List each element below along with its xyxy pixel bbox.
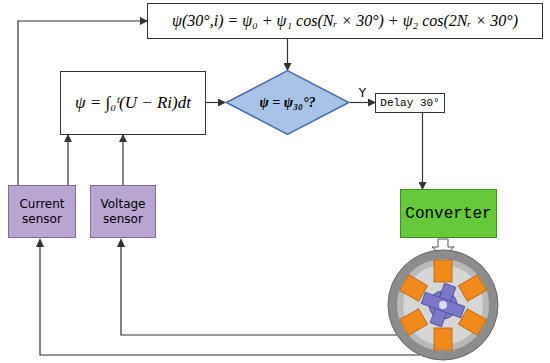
voltage-wire: [121, 245, 397, 335]
sensor-box: Voltage sensor: [90, 185, 156, 238]
node-text: Delay 30°: [380, 97, 439, 109]
delay-box: Delay 30°: [375, 93, 445, 113]
node-text: ψ(30°,i) = ψ₀ + ψ₁ cos(Nᵣ × 30°) + ψ₂ co…: [172, 12, 518, 30]
connector-arrow: [122, 135, 123, 185]
node-text: Voltage sensor: [93, 197, 153, 227]
node-text: Current sensor: [11, 197, 73, 227]
decision-diamond: ψ = ψ₃₀°?: [225, 70, 350, 135]
connector-arrow: [287, 39, 288, 70]
node-text: ψ = ∫₀ᵗ(U − Ri)dt: [75, 93, 191, 113]
edge-label: Y: [358, 86, 367, 100]
wire-arrowhead: [117, 238, 125, 247]
node-text: Converter: [405, 205, 491, 223]
formula-box: ψ(30°,i) = ψ₀ + ψ₁ cos(Nᵣ × 30°) + ψ₂ co…: [147, 3, 543, 39]
connector-arrow: [206, 102, 225, 103]
sensor-box: Current sensor: [8, 185, 76, 238]
connector-arrow: [67, 135, 68, 185]
connector-arrow: [422, 113, 423, 189]
integrator-box: ψ = ∫₀ᵗ(U − Ri)dt: [60, 71, 206, 135]
current-wire: [40, 245, 420, 355]
srm-motor: [388, 250, 498, 360]
converter-box: Converter: [400, 189, 497, 238]
connector-arrow: [350, 102, 375, 103]
wire-arrowhead: [36, 238, 44, 247]
node-text: ψ = ψ₃₀°?: [259, 95, 315, 111]
